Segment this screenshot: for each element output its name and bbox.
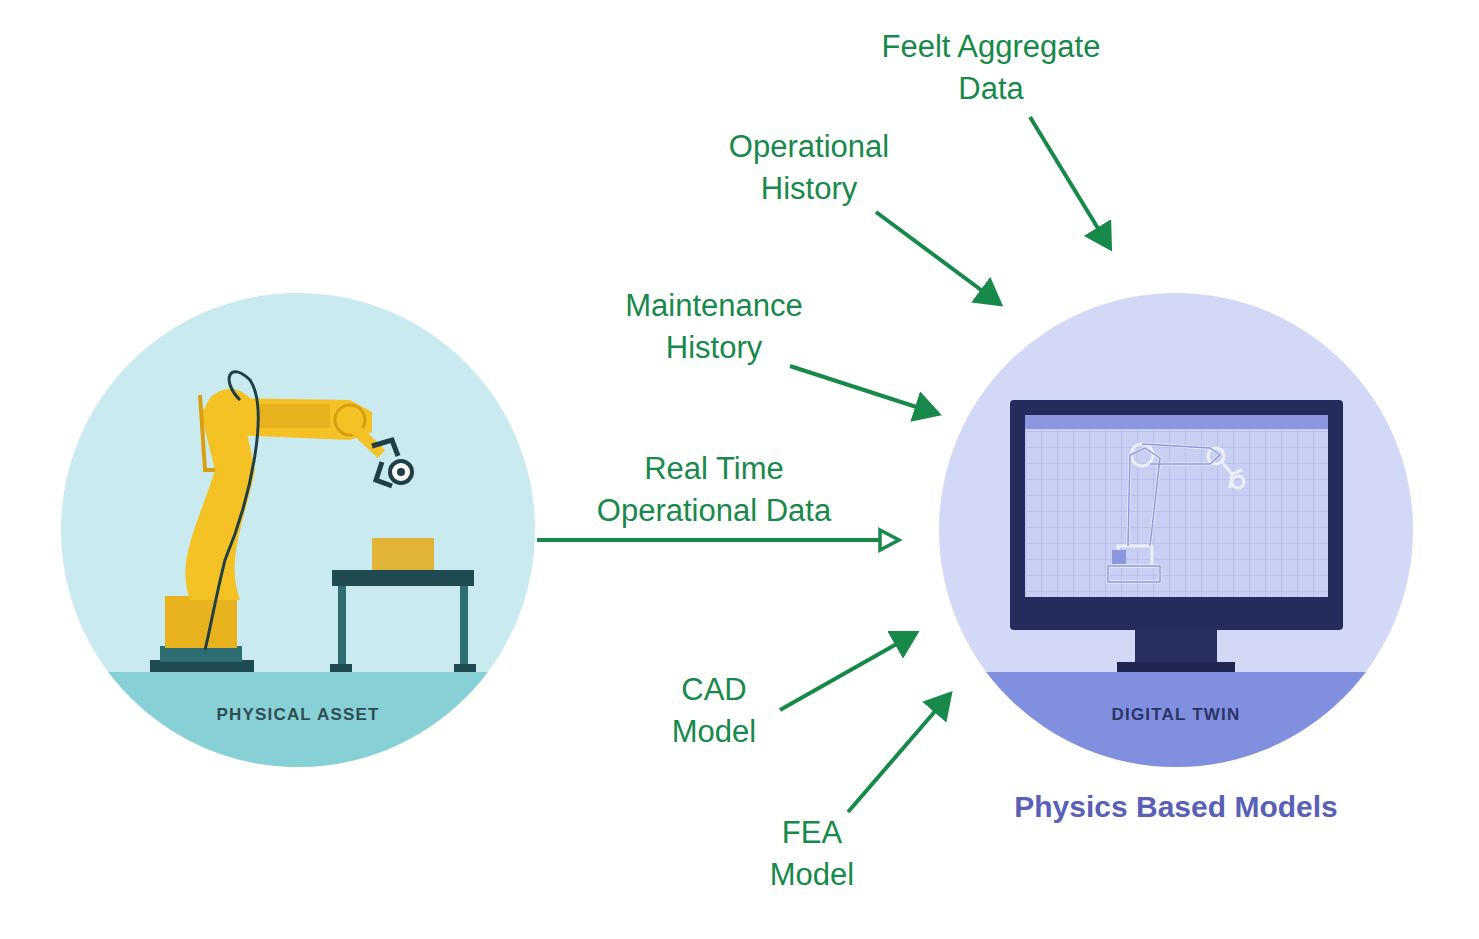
floor-band (939, 672, 1413, 767)
leader-arrows (780, 117, 1110, 812)
data-source-label: Operational History (702, 126, 917, 210)
edge-label: Real Time Operational Data (569, 448, 859, 532)
robot-arm (150, 372, 412, 672)
node-label: DIGITAL TWIN (1112, 705, 1241, 725)
physical-asset-circle: PHYSICAL ASSET (61, 293, 535, 767)
circle-outline (61, 293, 535, 767)
conveyor-table (330, 538, 476, 672)
data-source-label: CAD Model (654, 669, 774, 753)
node-heading: Physics Based Models (1014, 790, 1337, 824)
data-flow-arrow (537, 538, 899, 542)
data-source-label: Maintenance History (602, 285, 827, 369)
node-label: PHYSICAL ASSET (216, 705, 379, 725)
digital-twin-circle: DIGITAL TWINPhysics Based Models (939, 293, 1413, 767)
circle-ground (61, 293, 535, 767)
data-source-label: Feelt Aggregate Data (859, 26, 1124, 110)
circle-outline (939, 293, 1413, 767)
data-source-label: FEA Model (752, 812, 872, 896)
monitor (1010, 400, 1343, 672)
floor-band (61, 672, 535, 767)
circle-ground (939, 293, 1413, 767)
